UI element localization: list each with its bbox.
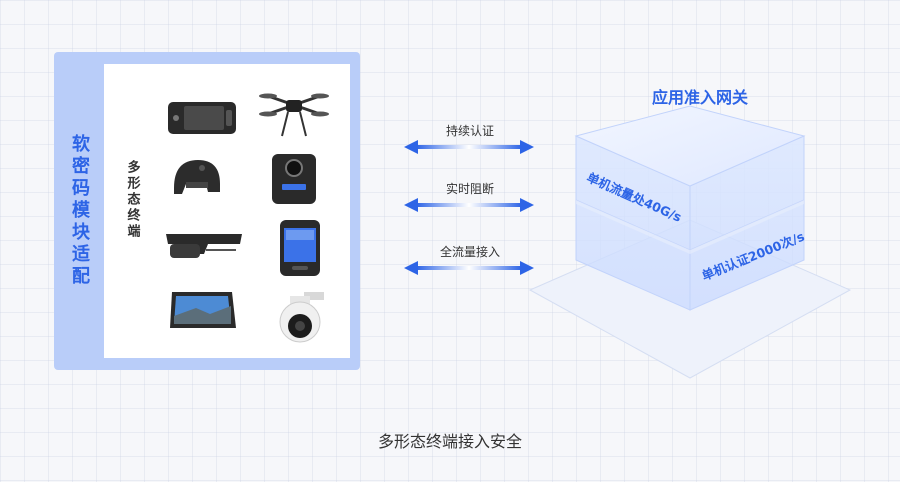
tablet-icon — [170, 292, 236, 328]
terminals-label-text: 多形态终端 — [124, 160, 140, 240]
double-arrow-icon — [404, 198, 534, 212]
helmet-icon — [174, 160, 220, 194]
module-title-text: 软密码模块适配 — [69, 134, 90, 288]
link-label-continuous-auth: 持续认证 — [445, 124, 494, 138]
module-title: 软密码模块适配 — [54, 52, 104, 370]
phone-case-icon — [168, 102, 236, 134]
smart-glasses-icon — [166, 234, 242, 258]
drone-icon — [259, 93, 329, 137]
gateway-stack — [528, 105, 852, 379]
gateway-title: 应用准入网关 — [651, 88, 748, 107]
dome-camera-icon — [279, 292, 324, 343]
link-label-realtime-block: 实时阻断 — [445, 182, 494, 196]
double-arrow-icon — [404, 261, 534, 275]
double-arrow-icon — [404, 140, 534, 154]
terminals-label: 多形态终端 — [120, 160, 144, 270]
handheld-terminal-icon — [280, 220, 320, 276]
link-label-full-traffic: 全流量接入 — [439, 245, 500, 259]
diagram-caption: 多形态终端接入安全 — [377, 432, 522, 451]
body-camera-icon — [272, 154, 316, 204]
